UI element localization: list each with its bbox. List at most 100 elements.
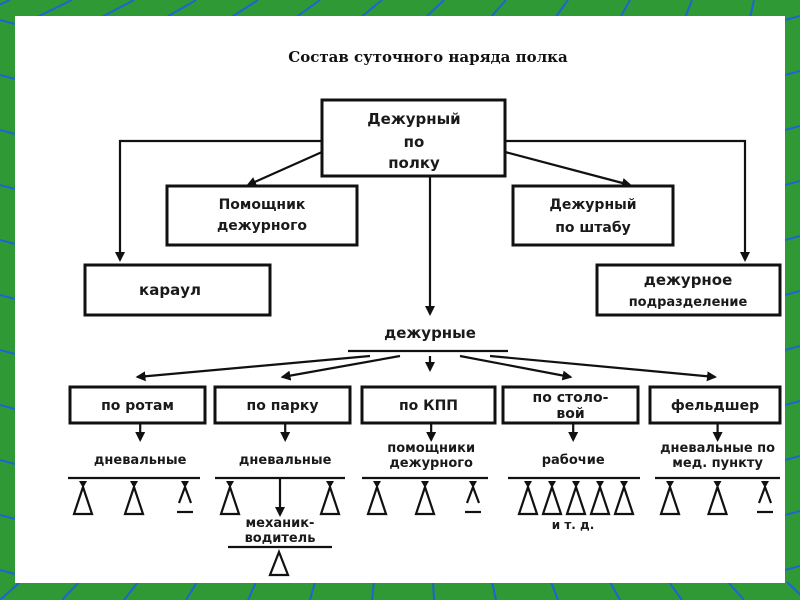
arrow-to-duty-unit	[505, 139, 750, 262]
arrow-to-assistant	[246, 150, 323, 187]
grid-line	[784, 565, 800, 571]
person-triangle-icon	[319, 481, 341, 516]
box-text: по штабу	[555, 220, 631, 236]
extra-label: механик-	[246, 516, 315, 531]
sub-label: мед. пункту	[672, 456, 763, 471]
grid-line	[619, 0, 631, 19]
arrow-to-group	[135, 354, 371, 382]
grid-line	[123, 581, 139, 600]
box-text: дежурного	[217, 218, 307, 234]
person-triangle-icon	[366, 481, 388, 516]
grid-line	[164, 0, 197, 19]
sub-label: дневальные	[94, 453, 187, 468]
group-box-text: фельдшер	[671, 398, 759, 414]
grid-line	[371, 581, 375, 600]
sub-label: дневальные	[239, 453, 332, 468]
box-text: Дежурный	[367, 110, 460, 128]
duty-group: по парку дневальные механик-водитель	[213, 354, 401, 577]
grid-line	[0, 19, 16, 25]
person-lambda-icon	[757, 481, 773, 514]
box-text: полку	[388, 154, 440, 172]
grid-line	[784, 15, 800, 21]
group-box	[68, 385, 207, 425]
grid-line	[0, 581, 21, 600]
box-duty-unit: дежурное подразделение	[595, 263, 782, 317]
grid-line	[684, 0, 693, 19]
group-box-text: вой	[556, 406, 584, 422]
grid-line	[247, 581, 257, 600]
arrow-to-guard	[115, 139, 322, 262]
arrow-to-group	[459, 354, 573, 381]
grid-line	[784, 70, 800, 76]
arrow-to-group	[489, 354, 717, 382]
person-triangle-icon	[659, 481, 681, 516]
person-triangle-icon	[589, 481, 611, 516]
grid-line	[784, 510, 800, 516]
grid-line	[0, 349, 16, 355]
box-text: Помощник	[219, 197, 306, 213]
grid-line	[554, 0, 569, 19]
grid-line	[784, 125, 800, 131]
extra-label: водитель	[245, 531, 316, 546]
grid-line	[784, 290, 800, 296]
grid-line	[432, 581, 435, 600]
person-triangle-icon	[123, 481, 145, 516]
box-text: подразделение	[629, 295, 748, 310]
grid-line	[34, 0, 73, 19]
grid-line	[0, 239, 16, 245]
grid-line	[99, 0, 135, 19]
grid-line	[0, 74, 16, 80]
person-triangle-icon	[565, 481, 587, 516]
grid-line	[0, 294, 16, 300]
grid-line	[784, 400, 800, 406]
box-text: по	[404, 133, 425, 151]
grid-line	[61, 581, 80, 600]
grid-line	[294, 0, 321, 19]
person-triangle-icon	[219, 481, 241, 516]
grid-line	[0, 129, 16, 135]
person-triangle-icon	[517, 481, 539, 516]
grid-line	[0, 569, 16, 575]
person-triangle-icon	[541, 481, 563, 516]
sub-label: рабочие	[542, 453, 605, 468]
group-box	[648, 385, 782, 425]
duty-label: дежурные	[384, 324, 476, 342]
grid-line	[0, 184, 16, 190]
group-box-text: по ротам	[101, 398, 174, 414]
group-box-text: по парку	[247, 398, 319, 414]
grid-line	[609, 581, 621, 600]
person-triangle-icon	[72, 481, 94, 516]
box-assistant: Помощник дежурного	[165, 184, 359, 247]
sub-label: помощники	[387, 441, 475, 456]
box-hq-duty: Дежурный по штабу	[511, 184, 675, 247]
duty-group: по ротам дневальные	[68, 354, 371, 516]
grid-line	[784, 180, 800, 186]
box-guard: караул	[83, 263, 272, 317]
group-box	[360, 385, 497, 425]
sub-label: дежурного	[389, 456, 473, 471]
grid-line	[749, 0, 755, 19]
person-lambda-icon	[465, 481, 481, 514]
grid-line	[0, 459, 16, 465]
box-text: Дежурный	[549, 197, 636, 213]
person-triangle-icon	[414, 481, 436, 516]
person-lambda-icon	[177, 481, 193, 514]
box-text: караул	[139, 281, 201, 299]
group-box	[213, 385, 352, 425]
group-box-text: по КПП	[399, 398, 458, 414]
box-text: дежурное	[644, 271, 733, 289]
grid-line	[359, 0, 383, 19]
grid-line	[784, 455, 800, 461]
grid-line	[185, 581, 198, 600]
grid-line	[309, 581, 316, 600]
grid-line	[786, 581, 800, 596]
grid-line	[0, 404, 16, 410]
grid-line	[424, 0, 445, 19]
person-triangle-icon	[268, 548, 290, 577]
duty-groups: по ротам дневальные по парку дневальные меха…	[68, 354, 782, 577]
etc-note: и т. д.	[552, 518, 595, 532]
